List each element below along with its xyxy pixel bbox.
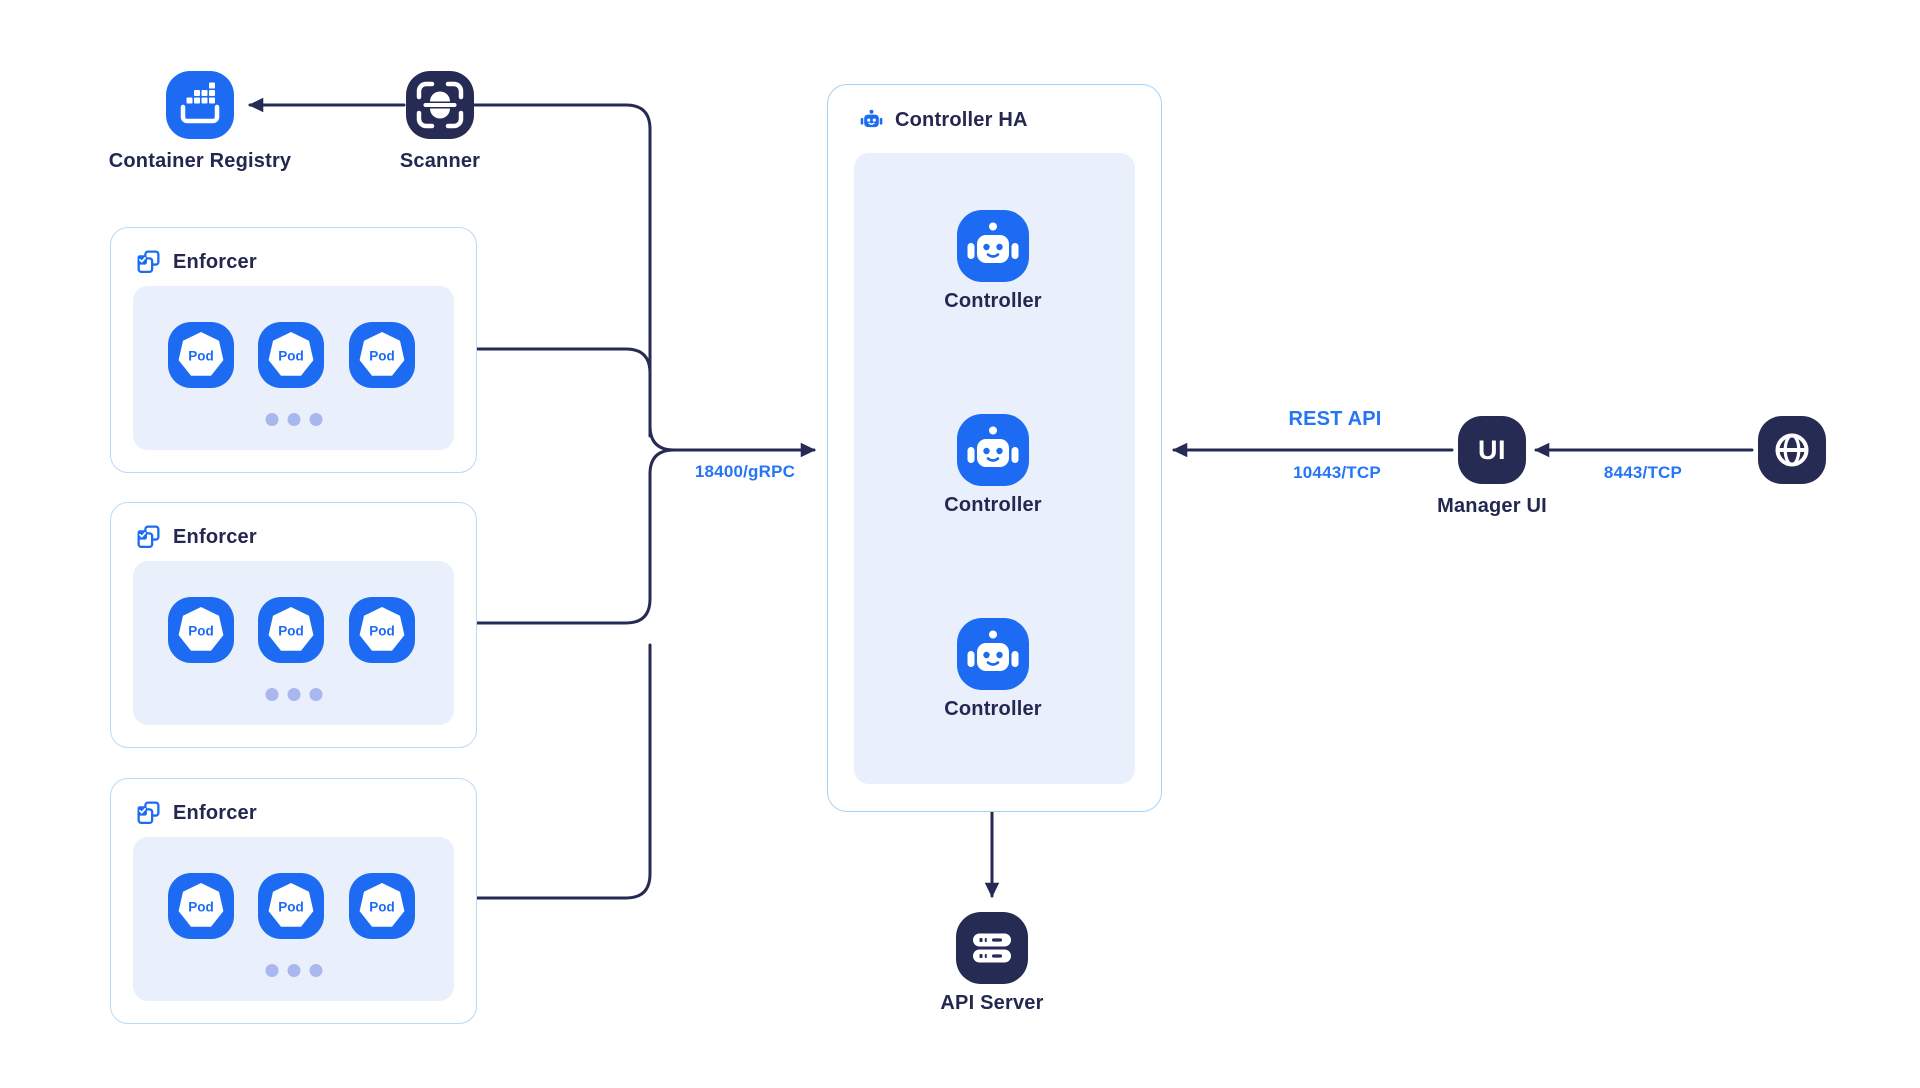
svg-text:Pod: Pod <box>278 349 304 364</box>
controller-node <box>957 414 1029 486</box>
enforcer-label: Enforcer <box>173 802 257 824</box>
docker-registry-icon <box>180 82 220 124</box>
pod-node: Pod <box>349 597 415 663</box>
enforcer-header: Enforcer <box>135 800 257 827</box>
controller-label: Controller <box>944 290 1042 312</box>
pod-node: Pod <box>168 597 234 663</box>
pod-icon: Pod <box>178 607 224 651</box>
rest-api-port-label: 10443/TCP <box>1293 463 1381 482</box>
enforcer-icon <box>137 250 160 273</box>
robot-icon <box>967 222 1019 263</box>
svg-text:Pod: Pod <box>188 900 214 915</box>
pod-icon: Pod <box>359 332 405 376</box>
ellipsis-dots <box>265 413 322 426</box>
pod-icon: Pod <box>268 332 314 376</box>
enforcer-header: Enforcer <box>135 249 257 276</box>
pod-icon: Pod <box>359 607 405 651</box>
pod-node: Pod <box>168 322 234 388</box>
edge-scanner-to-controller <box>472 103 816 458</box>
container-registry-label: Container Registry <box>108 150 292 172</box>
robot-icon <box>860 109 883 128</box>
pod-node: Pod <box>258 873 324 939</box>
controller-label: Controller <box>944 494 1042 516</box>
pod-icon: Pod <box>178 332 224 376</box>
browser-node <box>1758 416 1826 484</box>
browser-port-label: 8443/TCP <box>1603 463 1683 482</box>
enforcer-header: Enforcer <box>135 524 257 551</box>
controller-ha-title: Controller HA <box>895 109 1028 131</box>
pods-panel: Pod Pod Pod <box>133 837 454 1001</box>
scanner-label: Scanner <box>399 150 481 172</box>
enforcer-icon <box>137 801 160 824</box>
enforcer-label: Enforcer <box>173 526 257 548</box>
svg-text:Pod: Pod <box>278 624 304 639</box>
ellipsis-dots <box>265 964 322 977</box>
svg-text:Pod: Pod <box>369 900 395 915</box>
pod-node: Pod <box>349 322 415 388</box>
pod-node: Pod <box>349 873 415 939</box>
svg-text:Pod: Pod <box>369 624 395 639</box>
robot-icon <box>967 630 1019 671</box>
container-registry-node <box>166 71 234 139</box>
pod-node: Pod <box>258 322 324 388</box>
grpc-port-label: 18400/gRPC <box>694 462 796 481</box>
pod-icon: Pod <box>268 607 314 651</box>
controller-panel: Controller Controller <box>854 153 1135 784</box>
enforcer-group-2: Enforcer Pod Pod Pod <box>110 502 477 748</box>
api-server-node <box>956 912 1028 984</box>
pods-panel: Pod Pod Pod <box>133 286 454 450</box>
edge-enforcer2-merge <box>473 448 676 625</box>
manager-ui-node: UI <box>1458 416 1526 484</box>
enforcer-icon <box>137 525 160 548</box>
pod-node: Pod <box>168 873 234 939</box>
controller-node <box>957 210 1029 282</box>
scanner-node <box>406 71 474 139</box>
rest-api-label: REST API <box>1288 408 1382 430</box>
pod-node: Pod <box>258 597 324 663</box>
ui-icon: UI <box>1478 434 1506 465</box>
pod-icon: Pod <box>268 883 314 927</box>
globe-icon <box>1775 433 1809 467</box>
svg-text:Pod: Pod <box>278 900 304 915</box>
enforcer-label: Enforcer <box>173 251 257 273</box>
server-icon <box>973 933 1011 963</box>
svg-text:Pod: Pod <box>188 624 214 639</box>
robot-icon <box>967 426 1019 467</box>
controller-ha-header: Controller HA <box>859 108 1028 133</box>
api-server-label: API Server <box>940 992 1044 1014</box>
controller-node <box>957 618 1029 690</box>
pods-panel: Pod Pod Pod <box>133 561 454 725</box>
manager-ui-label: Manager UI <box>1437 495 1547 517</box>
pod-icon: Pod <box>178 883 224 927</box>
enforcer-group-3: Enforcer Pod Pod Pod <box>110 778 477 1024</box>
edge-enforcer3-merge <box>473 643 652 900</box>
svg-text:Pod: Pod <box>369 349 395 364</box>
controller-label: Controller <box>944 698 1042 720</box>
controller-ha-group: Controller HA Controller <box>827 84 1162 812</box>
edge-enforcer1-merge <box>473 347 652 438</box>
pod-icon: Pod <box>359 883 405 927</box>
ellipsis-dots <box>265 688 322 701</box>
svg-text:Pod: Pod <box>188 349 214 364</box>
scan-bug-icon <box>416 81 464 129</box>
enforcer-group-1: Enforcer Pod Pod Pod <box>110 227 477 473</box>
